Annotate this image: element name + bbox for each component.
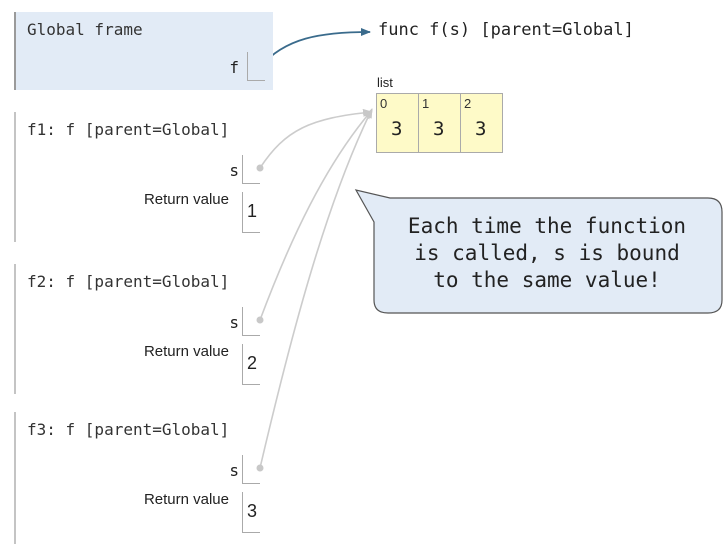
global-frame-title: Global frame <box>27 20 143 39</box>
frame-f1-return-label: Return value <box>143 191 229 208</box>
list-label: list <box>377 75 393 90</box>
frame-f2-return-slot: 2 <box>242 344 260 385</box>
arrow-f2-to-list <box>259 109 373 321</box>
global-frame: Global frame f <box>14 12 273 90</box>
frame-f1-return-slot: 1 <box>242 192 260 233</box>
frame-f1-param-s: s <box>229 161 239 180</box>
frame-f2-return-value: 2 <box>247 353 258 373</box>
frame-f1-return-value: 1 <box>247 201 258 221</box>
frame-f3: f3: f [parent=Global] s Return value 3 <box>14 412 273 544</box>
frame-f2-title: f2: f [parent=Global] <box>27 272 230 291</box>
list-value: 3 <box>391 118 403 140</box>
pointer-dot-f3 <box>256 464 264 472</box>
frame-f2-return-label: Return value <box>143 343 229 360</box>
frame-f3-param-s-slot <box>242 455 260 484</box>
arrow-global-to-func <box>259 28 371 68</box>
list-value: 3 <box>475 118 487 140</box>
callout-bubble <box>354 189 723 314</box>
list-cell: 1 3 <box>419 94 461 152</box>
arrow-f3-to-list <box>259 108 373 469</box>
list-index: 1 <box>422 96 430 111</box>
frame-f1: f1: f [parent=Global] s Return value 1 <box>14 112 273 242</box>
global-var-f-slot <box>247 52 265 81</box>
frame-f1-param-s-slot <box>242 155 260 184</box>
function-object: func f(s) [parent=Global] <box>378 20 634 40</box>
callout-text: Each time the function is called, s is b… <box>407 214 687 292</box>
frame-f3-title: f3: f [parent=Global] <box>27 420 230 439</box>
frame-f3-return-value: 3 <box>247 501 258 521</box>
list-index: 2 <box>464 96 472 111</box>
pointer-dot-f2 <box>256 316 264 324</box>
global-var-f: f <box>229 58 239 77</box>
list-cell: 2 3 <box>461 94 503 152</box>
pointer-dot-f1 <box>256 164 264 172</box>
frame-f2-param-s: s <box>229 313 239 332</box>
list-index: 0 <box>380 96 388 111</box>
list-cell: 0 3 <box>377 94 419 152</box>
frame-f3-param-s: s <box>229 461 239 480</box>
frame-f3-return-slot: 3 <box>242 492 260 533</box>
frame-f2-param-s-slot <box>242 307 260 336</box>
list-value: 3 <box>433 118 445 140</box>
frame-f2: f2: f [parent=Global] s Return value 2 <box>14 264 273 394</box>
arrow-f1-to-list <box>259 108 373 169</box>
list-object: 0 3 1 3 2 3 <box>376 93 503 153</box>
frame-f3-return-label: Return value <box>143 491 229 508</box>
frame-f1-title: f1: f [parent=Global] <box>27 120 230 139</box>
